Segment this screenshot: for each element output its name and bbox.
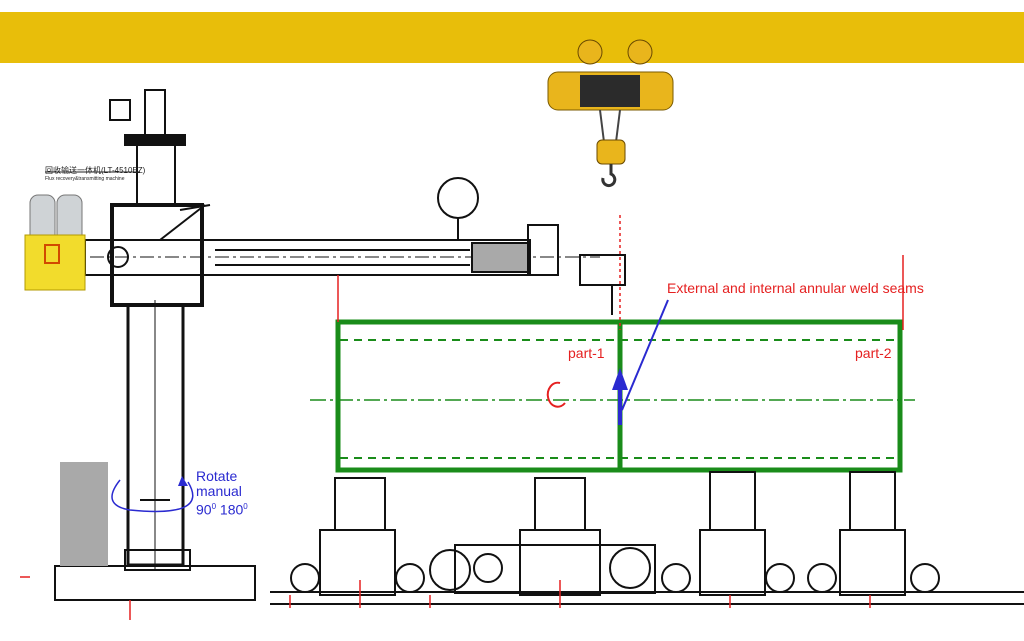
roller-stands [270, 471, 1024, 605]
flux-recovery-machine [24, 171, 140, 291]
part-1-label: part-1 [568, 345, 605, 361]
top-banner [0, 12, 1024, 63]
rotate-angles: 900 1800 [196, 499, 248, 518]
flux-machine-label-en: Flux recovery&transmitting machine [45, 176, 125, 182]
angle-90: 90 [196, 501, 212, 518]
rotate-label-line2: manual [196, 483, 242, 499]
rotate-arrowhead-icon [178, 476, 188, 486]
flux-machine-label-cn: 回收输送一体机(LT-4510EZ) [45, 166, 146, 175]
workpiece-pipe [310, 215, 915, 473]
rotate-arrow-icon [111, 479, 194, 513]
rotate-label: Rotate manual 900 1800 [196, 469, 248, 518]
degree-sign: 0 [211, 502, 217, 511]
manipulator-boom [84, 177, 626, 315]
control-cabinet [60, 462, 108, 566]
part-2-label: part-2 [855, 345, 892, 361]
electric-hoist [547, 39, 674, 188]
dimension-marks [20, 576, 871, 620]
manipulator-column [54, 89, 256, 601]
rotate-label-line1: Rotate [196, 468, 238, 484]
degree-sign: 0 [243, 502, 248, 511]
angle-180: 180 [219, 501, 244, 518]
rotation-arrow-icon [546, 381, 566, 408]
weld-seams-label: External and internal annular weld seams [667, 280, 924, 296]
weld-seam-arrow-icon [612, 368, 628, 390]
